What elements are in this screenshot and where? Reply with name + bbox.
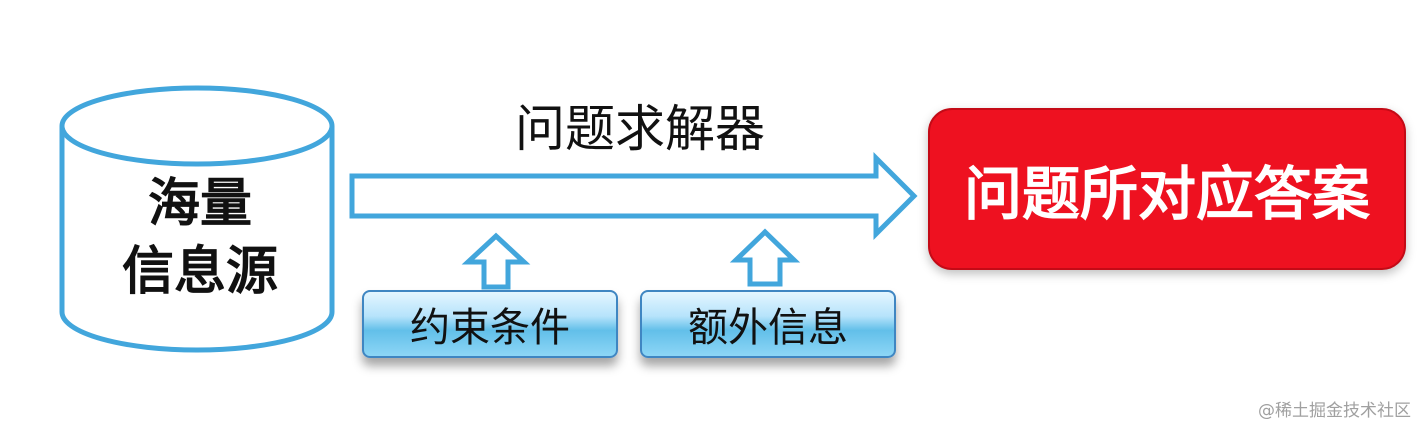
up-arrow-extra [729,228,801,287]
watermark: @稀土掘金技术社区 [1258,401,1411,421]
solver-label: 问题求解器 [515,100,765,158]
extra-info-box: 额外信息 [640,290,896,358]
database-label-line2: 信息源 [121,242,278,302]
database-cylinder [59,85,335,353]
main-arrow [349,151,918,241]
database-label-line1: 海量 [147,174,252,234]
constraints-box: 约束条件 [362,290,618,358]
up-arrow-constraints [461,232,531,290]
cylinder-top [59,85,335,167]
answer-box: 问题所对应答案 [928,108,1406,270]
cylinder-body [59,126,335,353]
